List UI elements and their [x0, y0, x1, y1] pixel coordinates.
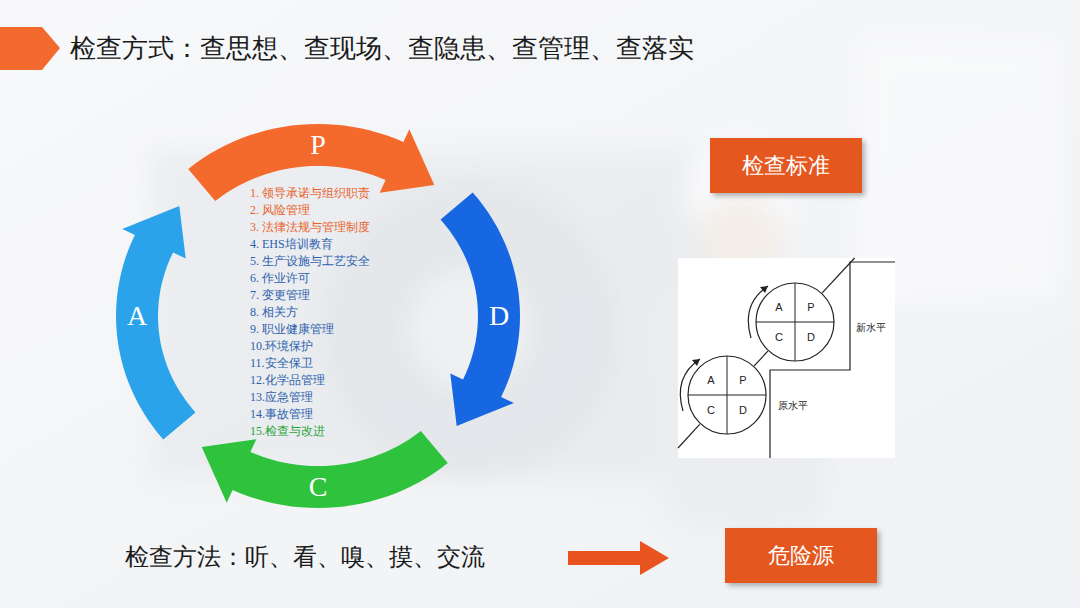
box-label: 检查标准 — [742, 152, 830, 180]
element-list-item: 2. 风险管理 — [250, 203, 310, 218]
quadrant-letter: P — [807, 301, 814, 313]
wheel-rim — [688, 356, 766, 434]
arrow-shaft — [568, 551, 642, 565]
element-list-item: 10.环境保护 — [250, 339, 313, 354]
element-list-item: 11.安全保卫 — [250, 356, 313, 371]
arc-arrow-fill — [441, 193, 520, 426]
quadrant-letter: C — [707, 404, 715, 416]
arrow-head — [640, 541, 669, 575]
wheel-divider — [795, 283, 796, 361]
arc-arrow-shape — [114, 204, 198, 442]
rise-line — [754, 351, 768, 366]
element-list-item: 6. 作业许可 — [250, 271, 310, 286]
pdca-step-figure: 新水平原水平 A P C D A P C D — [678, 258, 895, 458]
element-list-item: 13.应急管理 — [250, 390, 313, 405]
rotation-arrow-head — [692, 359, 700, 366]
quadrant-letter: A — [707, 374, 714, 386]
cycle-letter: C — [309, 473, 328, 501]
hazard-box: 危险源 — [725, 528, 877, 583]
cycle-letter: D — [489, 302, 509, 330]
element-list-item: 3. 法律法规与管理制度 — [250, 220, 370, 235]
pdca-wheel-upper: A P C D — [755, 282, 835, 362]
element-list-item: 14.事故管理 — [250, 407, 313, 422]
quadrant-letter: D — [739, 404, 747, 416]
arc-arrow-shape — [438, 190, 522, 428]
wheel-rim — [756, 283, 834, 361]
rise-line — [822, 258, 854, 293]
quadrant-letter: C — [775, 331, 783, 343]
wheel-divider — [727, 356, 728, 434]
slide-title: 检查方式：查思想、查现场、查隐患、查管理、查落实 — [70, 32, 694, 64]
level-label: 新水平 — [856, 322, 886, 334]
element-list-item: 7. 变更管理 — [250, 288, 310, 303]
cycle-letter: A — [127, 302, 147, 330]
rise-line — [678, 424, 700, 448]
quadrant-letter: A — [775, 301, 782, 313]
quadrant-letter: D — [807, 331, 815, 343]
flow-arrow — [568, 541, 669, 575]
element-list-item: 1. 领导承诺与组织职责 — [250, 186, 370, 201]
element-list-item: 9. 职业健康管理 — [250, 322, 334, 337]
arc-arrow-fill — [116, 206, 195, 439]
wheel-outline — [755, 282, 835, 362]
quadrant-letter: P — [739, 374, 746, 386]
element-list-item: 15.检查与改进 — [250, 424, 325, 439]
pdca-wheel-lower: A P C D — [687, 355, 767, 435]
rotation-arrow-head — [760, 286, 768, 293]
act-arrow: A — [114, 204, 198, 442]
cycle-letter: P — [310, 131, 326, 159]
element-list-item: 5. 生产设施与工艺安全 — [250, 254, 370, 269]
title-chevron — [0, 27, 60, 70]
level-label: 原水平 — [778, 400, 808, 412]
wheel-outline — [687, 355, 767, 435]
box-label: 危险源 — [768, 542, 834, 570]
standard-box: 检查标准 — [710, 138, 862, 193]
arc-arrow-fill — [188, 124, 434, 201]
check-arrow: C — [199, 428, 450, 510]
do-arrow: D — [438, 190, 522, 428]
element-list-item: 12.化学品管理 — [250, 373, 325, 388]
method-note: 检查方法：听、看、嗅、摸、交流 — [125, 542, 485, 572]
arc-arrow-fill — [202, 431, 448, 508]
element-list-item: 4. EHS培训教育 — [250, 237, 333, 252]
element-list-item: 8. 相关方 — [250, 305, 298, 320]
